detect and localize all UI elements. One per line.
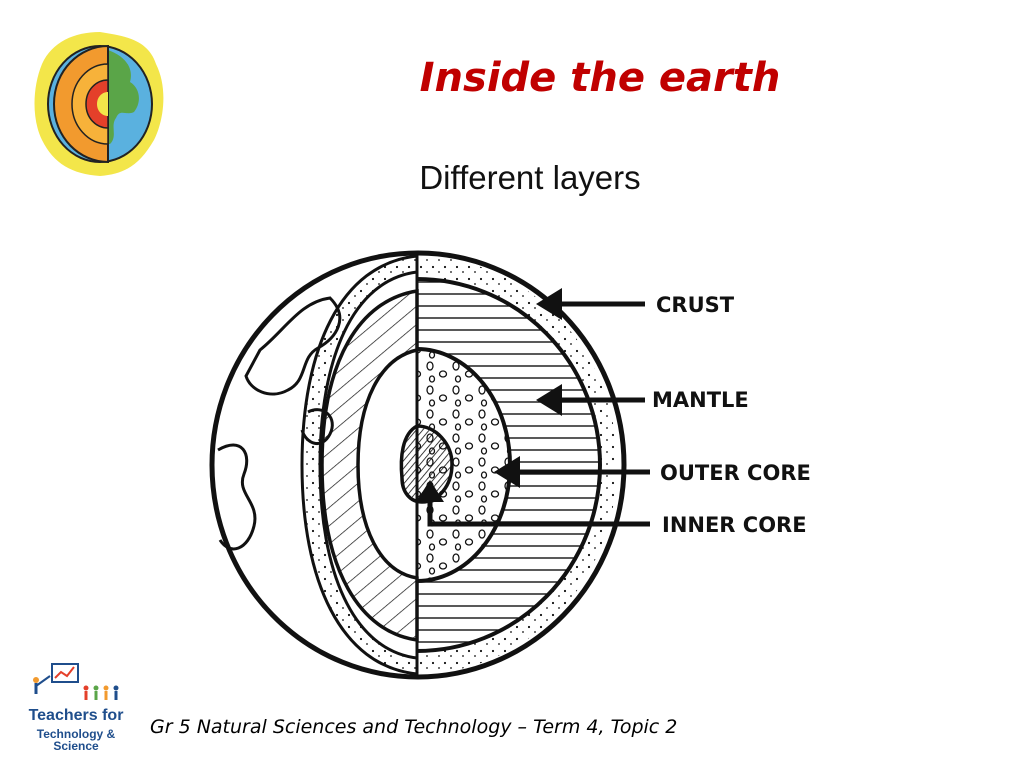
outer-core-arrow (494, 456, 650, 488)
crust-label: CRUST (656, 293, 735, 317)
slide-footer: Gr 5 Natural Sciences and Technology – T… (150, 716, 678, 738)
brand-line-2: Technology & Science (36, 727, 116, 753)
mantle-arrow (536, 384, 645, 416)
inner-core-label: INNER CORE (662, 513, 807, 537)
slide-title: Inside the earth (419, 55, 781, 101)
teachers-logo-icon (33, 663, 119, 700)
brand-line-1: Teachers for (28, 707, 124, 724)
slide-subtitle: Different layers (419, 159, 641, 196)
inner-core-arrow (416, 480, 650, 527)
outer-core-label: OUTER CORE (660, 461, 811, 485)
continent-outline (217, 443, 257, 551)
teachers-for-technology-logo: Teachers for Technology & Science (22, 660, 130, 753)
earth-layers-diagram: CRUST MANTLE OUTER CORE INNER CORE (209, 250, 811, 680)
mantle-cut-left (320, 288, 419, 643)
crust-arrow (536, 288, 645, 320)
earth-logo-icon (34, 32, 164, 176)
mantle-label: MANTLE (652, 388, 749, 412)
